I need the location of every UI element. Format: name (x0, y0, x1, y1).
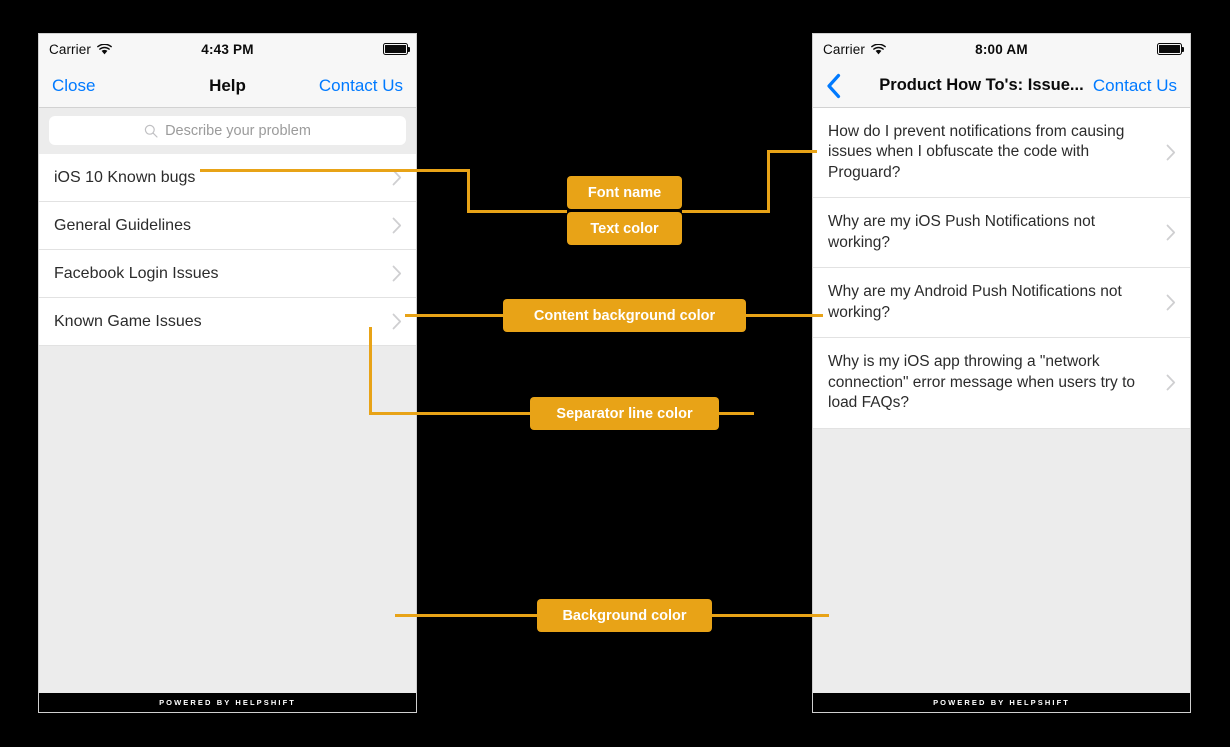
list-item[interactable]: Why are my Android Push Notifications no… (813, 268, 1190, 339)
list-item[interactable]: Known Game Issues (39, 298, 416, 347)
list-item[interactable]: How do I prevent notifications from caus… (813, 108, 1190, 199)
search-placeholder: Describe your problem (165, 122, 311, 139)
leader-line-font-name-right-h2 (767, 150, 817, 153)
phone-screen-left: Carrier 4:43 PM Close Help Contact Us (38, 33, 417, 713)
status-bar-right-group (383, 43, 411, 55)
leader-line-font-name-right-h1 (682, 210, 770, 213)
contact-us-button-left[interactable]: Contact Us (318, 75, 403, 95)
leader-line-separator-right (719, 412, 754, 415)
status-bar-left: Carrier 4:43 PM (39, 34, 416, 64)
status-bar-right: Carrier 8:00 AM (813, 34, 1190, 64)
annotation-label: Text color (590, 220, 659, 237)
annotation-badge-font-name[interactable]: Font name (567, 176, 682, 209)
status-bar-right-group (1157, 43, 1185, 55)
faq-question-list: How do I prevent notifications from caus… (813, 108, 1190, 429)
annotation-label: Background color (562, 607, 687, 624)
powered-by-footer-right: POWERED BY HELPSHIFT (813, 693, 1190, 712)
list-item-label: Why are my Android Push Notifications no… (828, 283, 1122, 321)
status-bar-left-group: Carrier (49, 42, 112, 57)
list-item[interactable]: Facebook Login Issues (39, 250, 416, 299)
annotation-label: Content background color (533, 307, 716, 324)
phone-screen-right: Carrier 8:00 AM Product How To's: Issue.… (812, 33, 1191, 713)
contact-us-button-right[interactable]: Contact Us (1092, 75, 1177, 95)
battery-full-icon (1157, 43, 1185, 55)
leader-line-content-bg-left (405, 314, 503, 317)
annotation-badge-content-background-color[interactable]: Content background color (503, 299, 746, 332)
annotation-label: Font name (587, 184, 662, 201)
faq-section-list: iOS 10 Known bugs General Guidelines Fac… (39, 154, 416, 347)
chevron-right-icon (392, 169, 402, 186)
annotation-badge-background-color[interactable]: Background color (537, 599, 712, 632)
powered-by-footer-left: POWERED BY HELPSHIFT (39, 693, 416, 712)
battery-full-icon (383, 43, 411, 55)
list-item[interactable]: Why are my iOS Push Notifications not wo… (813, 198, 1190, 269)
empty-area-left (39, 346, 416, 693)
wifi-icon (97, 43, 112, 55)
chevron-right-icon (1166, 144, 1176, 161)
page-title-right: Product How To's: Issue... (879, 76, 1084, 94)
list-item-label: Why is my iOS app throwing a "network co… (828, 353, 1136, 412)
clock-label: 8:00 AM (975, 41, 1028, 57)
list-item-label: Facebook Login Issues (54, 265, 219, 283)
leader-line-font-name-left-v (467, 169, 470, 213)
chevron-right-icon (1166, 374, 1176, 391)
list-item-label: How do I prevent notifications from caus… (828, 123, 1125, 181)
leader-line-font-name-right-v (767, 150, 770, 213)
carrier-label: Carrier (49, 41, 91, 57)
carrier-label: Carrier (823, 41, 865, 57)
search-input[interactable]: Describe your problem (49, 116, 406, 145)
back-chevron-icon[interactable] (826, 73, 842, 99)
list-item[interactable]: Why is my iOS app throwing a "network co… (813, 338, 1190, 429)
chevron-right-icon (1166, 224, 1176, 241)
list-item-label: General Guidelines (54, 217, 191, 235)
wifi-icon (871, 43, 886, 55)
annotation-badge-separator-line-color[interactable]: Separator line color (530, 397, 719, 430)
chevron-right-icon (392, 265, 402, 282)
search-icon (144, 124, 158, 138)
empty-area-right (813, 428, 1190, 693)
nav-bar-left: Close Help Contact Us (39, 64, 416, 108)
status-bar-left-group: Carrier (823, 42, 886, 57)
annotation-label: Separator line color (556, 405, 693, 422)
nav-bar-right: Product How To's: Issue... Contact Us (813, 64, 1190, 108)
leader-line-font-name-left-h2 (467, 210, 567, 213)
chevron-right-icon (392, 217, 402, 234)
clock-label: 4:43 PM (201, 41, 254, 57)
list-item-label: Why are my iOS Push Notifications not wo… (828, 213, 1096, 251)
chevron-right-icon (392, 313, 402, 330)
close-button[interactable]: Close (52, 75, 96, 95)
list-item[interactable]: General Guidelines (39, 202, 416, 251)
list-item[interactable]: iOS 10 Known bugs (39, 154, 416, 203)
list-item-label: Known Game Issues (54, 313, 202, 331)
chevron-right-icon (1166, 294, 1176, 311)
annotation-badge-text-color[interactable]: Text color (567, 212, 682, 245)
search-bar-container: Describe your problem (39, 108, 416, 154)
list-item-label: iOS 10 Known bugs (54, 169, 196, 186)
